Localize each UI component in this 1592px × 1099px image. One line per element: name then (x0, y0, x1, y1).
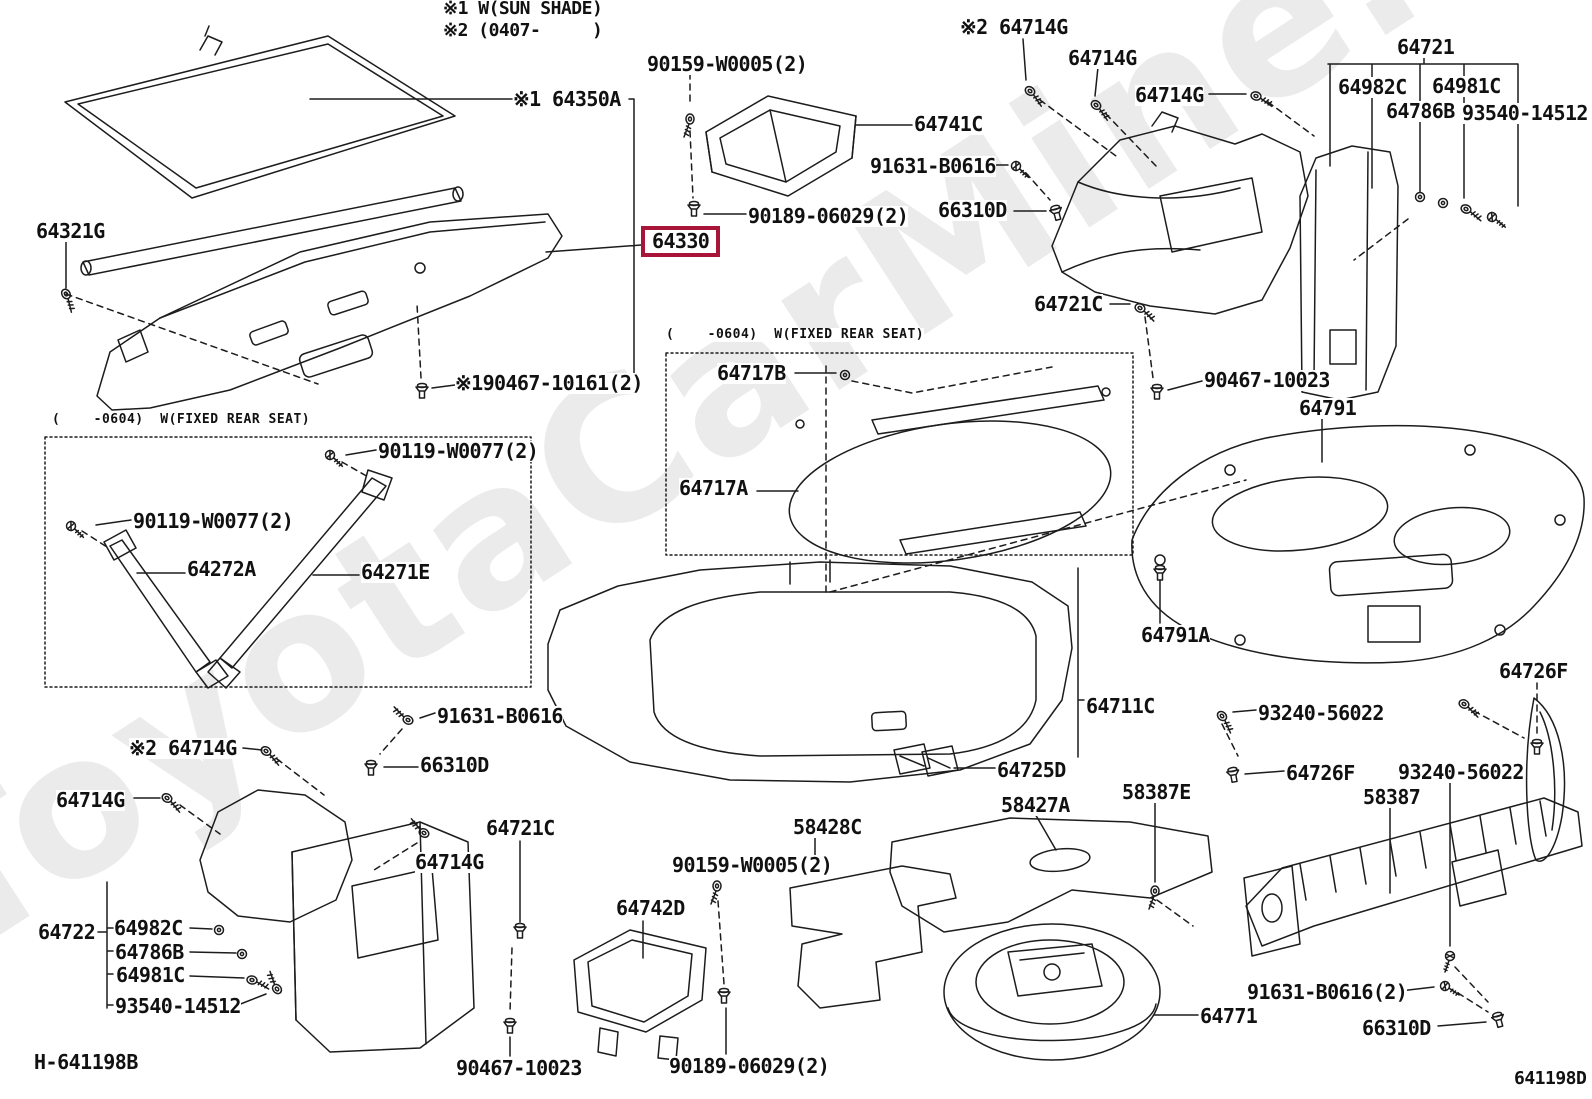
note-sunshade: ※1 W(SUN SHADE) (443, 0, 603, 19)
pn-93540-bl[interactable]: 93540-14512 (115, 994, 241, 1018)
drawing-side-panel-upper-right (1299, 145, 1399, 401)
drawing-tray-64741c (705, 95, 857, 197)
drawing-support-58427a (889, 817, 1213, 933)
leader-lines (65, 38, 1519, 1057)
pn-90189-top[interactable]: 90189-06029(2) (748, 204, 909, 228)
pn-91631-br[interactable]: 91631-B0616(2) (1247, 980, 1408, 1004)
drawing-garnish-64726f (1525, 697, 1566, 862)
pn-64981c-ur[interactable]: 64981C (1432, 74, 1501, 98)
drawing-seat-back-pad (788, 385, 1112, 564)
pn-64726f-b[interactable]: 64726F (1286, 761, 1355, 785)
pn-64982c-bl[interactable]: 64982C (114, 916, 183, 940)
pn-93540-ur[interactable]: 93540-14512 (1462, 101, 1588, 125)
pn-90159-bot[interactable]: 90159-W0005(2) (672, 853, 833, 877)
pn-64726f-ur[interactable]: 64726F (1499, 659, 1568, 683)
pn-64714g-3[interactable]: 64714G (1135, 83, 1204, 107)
drawing-sill-plate-58387 (1243, 797, 1583, 957)
pn-64717a[interactable]: 64717A (679, 476, 748, 500)
code-left: H-641198B (34, 1050, 138, 1074)
drawing-trunk-mat (547, 559, 1073, 783)
drawing-tray-64742d (573, 929, 707, 1061)
pn-64786b-ur[interactable]: 64786B (1386, 99, 1455, 123)
pn-64330[interactable]: 64330 (641, 226, 721, 257)
pn-64271e[interactable]: 64271E (361, 560, 430, 584)
pn-64711c[interactable]: 64711C (1086, 694, 1155, 718)
pn-58427a[interactable]: 58427A (1001, 793, 1070, 817)
pn-90119-a[interactable]: 90119-W0077(2) (378, 439, 539, 463)
dashed-lines (65, 72, 1538, 1013)
pn-90467-mid[interactable]: 90467-10023 (1204, 368, 1330, 392)
pn-58387e[interactable]: 58387E (1122, 780, 1191, 804)
drawing-bracket-58428c (789, 865, 957, 1009)
pn-90159-top[interactable]: 90159-W0005(2) (647, 52, 808, 76)
cap-left: ( -0604) W(FIXED REAR SEAT) (52, 412, 311, 427)
pn-64714g-1[interactable]: ※2 64714G (960, 15, 1068, 39)
variant-box-center (665, 352, 1134, 556)
pn-66310d-br[interactable]: 66310D (1362, 1016, 1431, 1040)
pn-58428c[interactable]: 58428C (793, 815, 862, 839)
pn-58387[interactable]: 58387 (1363, 785, 1421, 809)
pn-64786b-bl[interactable]: 64786B (115, 940, 184, 964)
pn-64742d[interactable]: 64742D (616, 896, 685, 920)
note-0407: ※2 (0407- ) (443, 20, 603, 41)
drawing-bracket-64725d (893, 743, 959, 777)
pn-64791[interactable]: 64791 (1299, 396, 1357, 420)
pn-90467-10161[interactable]: ※190467-10161(2) (455, 371, 643, 395)
variant-box-left (44, 436, 532, 688)
pn-91631-top[interactable]: 91631-B0616 (870, 154, 996, 178)
pn-90467-bl[interactable]: 90467-10023 (456, 1056, 582, 1080)
pn-64714g-5[interactable]: 64714G (56, 788, 125, 812)
pn-93240-a[interactable]: 93240-56022 (1258, 701, 1384, 725)
pn-64741c[interactable]: 64741C (914, 112, 983, 136)
pn-64714g-4[interactable]: ※2 64714G (129, 736, 237, 760)
pn-64791a[interactable]: 64791A (1141, 623, 1210, 647)
pn-64721c-top[interactable]: 64721C (1034, 292, 1103, 316)
pn-66310d-top[interactable]: 66310D (938, 198, 1007, 222)
pn-64981c-bl[interactable]: 64981C (116, 963, 185, 987)
drawing-package-tray (96, 213, 563, 411)
drawing-spare-bowl-64771 (943, 923, 1161, 1061)
pn-64321g[interactable]: 64321G (36, 219, 105, 243)
pn-64350a[interactable]: ※1 64350A (513, 87, 621, 111)
pn-64717b[interactable]: 64717B (717, 361, 786, 385)
code-right: 641198D (1514, 1068, 1587, 1089)
drawing-trunk-lid-trim (1131, 424, 1585, 664)
pn-93240-b[interactable]: 93240-56022 (1398, 760, 1524, 784)
pn-64982c-ur[interactable]: 64982C (1338, 75, 1407, 99)
pn-64714g-2[interactable]: 64714G (1068, 46, 1137, 70)
cap-center: ( -0604) W(FIXED REAR SEAT) (666, 327, 925, 342)
pn-64272a[interactable]: 64272A (187, 557, 256, 581)
drawing-seat-braces (103, 469, 393, 689)
pn-64721c-bl[interactable]: 64721C (486, 816, 555, 840)
pn-64714g-6[interactable]: 64714G (415, 850, 484, 874)
pn-66310d-bl[interactable]: 66310D (420, 753, 489, 777)
pn-64771[interactable]: 64771 (1200, 1004, 1258, 1028)
pn-90119-b[interactable]: 90119-W0077(2) (133, 509, 294, 533)
drawing-quarter-trim-upper-right (1051, 111, 1309, 315)
pn-64725d[interactable]: 64725D (997, 758, 1066, 782)
pn-64721[interactable]: 64721 (1397, 35, 1455, 59)
drawing-sunshade (64, 25, 464, 276)
pn-91631-bl[interactable]: 91631-B0616 (437, 704, 563, 728)
pn-90189-bot[interactable]: 90189-06029(2) (669, 1054, 830, 1078)
drawing-quarter-trim-lower-left (199, 789, 475, 1053)
pn-64722[interactable]: 64722 (38, 920, 96, 944)
